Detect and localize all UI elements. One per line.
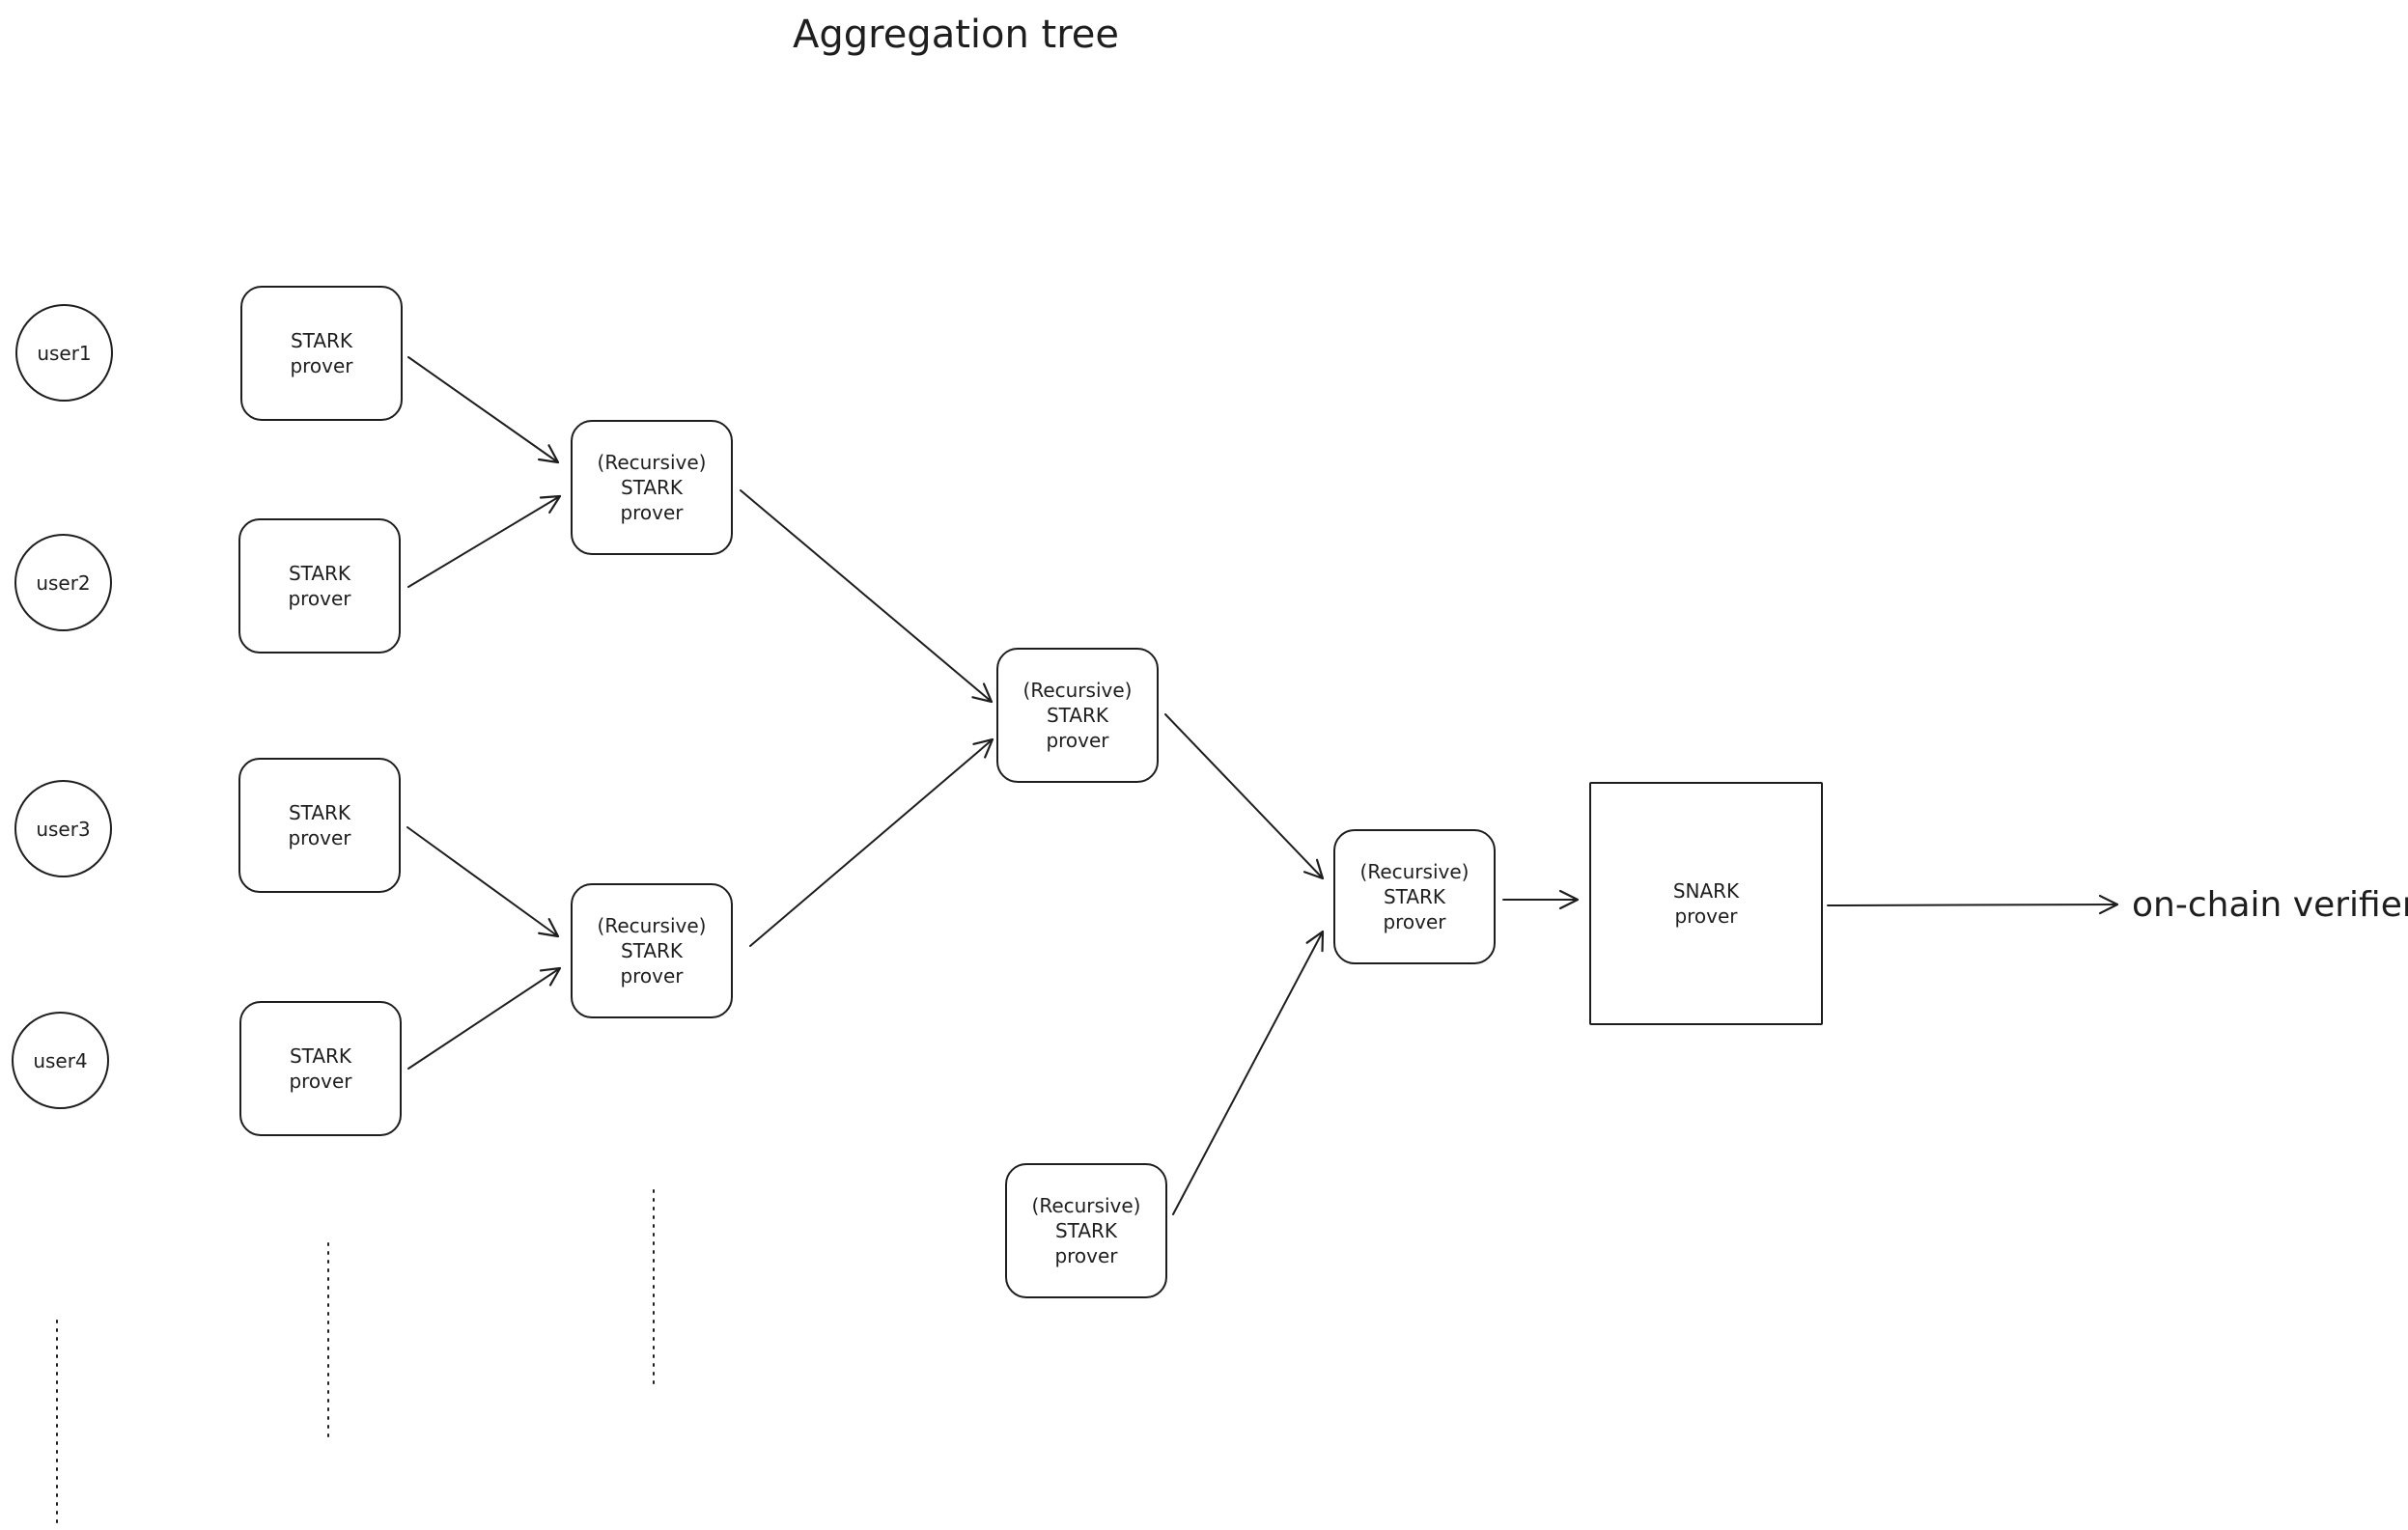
arrow-rec-b-to-rec-c bbox=[749, 737, 994, 947]
user-node-2: user2 bbox=[14, 534, 112, 631]
user-node-4: user4 bbox=[12, 1012, 109, 1109]
user-label: user1 bbox=[37, 341, 92, 365]
snark-prover-label-line1: SNARK bbox=[1672, 879, 1740, 903]
stark-prover-3: STARK prover bbox=[238, 758, 401, 893]
recursive-prover-label-line3: prover bbox=[620, 501, 684, 524]
recursive-prover-label-line1: (Recursive) bbox=[597, 451, 707, 474]
user-label: user4 bbox=[33, 1048, 88, 1072]
arrow-rec-a-to-rec-c bbox=[740, 489, 994, 704]
arrow-rec-d-to-rec-e bbox=[1172, 930, 1325, 1215]
stark-prover-4: STARK prover bbox=[239, 1001, 402, 1136]
recursive-prover-label-line1: (Recursive) bbox=[1031, 1194, 1141, 1217]
recursive-prover-label-line2: STARK bbox=[1383, 885, 1446, 908]
diagram-title: Aggregation tree bbox=[792, 13, 1120, 57]
recursive-prover-d: (Recursive) STARK prover bbox=[1005, 1163, 1167, 1298]
stark-prover-label-line2: prover bbox=[290, 354, 353, 377]
recursive-prover-label-line2: STARK bbox=[1054, 1219, 1118, 1242]
recursive-prover-label-line1: (Recursive) bbox=[1022, 679, 1133, 702]
recursive-prover-label-line2: STARK bbox=[620, 939, 684, 962]
recursive-prover-a: (Recursive) STARK prover bbox=[571, 420, 733, 555]
recursive-prover-label-line3: prover bbox=[1383, 910, 1446, 933]
arrow-stark4-to-rec-b bbox=[407, 966, 562, 1070]
recursive-prover-label-line2: STARK bbox=[1046, 704, 1109, 727]
arrow-stark1-to-rec-a bbox=[407, 356, 560, 464]
arrow-stark3-to-rec-b bbox=[406, 826, 560, 938]
recursive-prover-label-line1: (Recursive) bbox=[1359, 860, 1470, 883]
stark-prover-label-line2: prover bbox=[289, 1070, 352, 1093]
stark-prover-2: STARK prover bbox=[238, 518, 401, 654]
recursive-prover-label-line3: prover bbox=[1046, 729, 1109, 752]
stark-prover-1: STARK prover bbox=[240, 286, 403, 421]
recursive-prover-label-line1: (Recursive) bbox=[597, 914, 707, 937]
recursive-prover-label-line3: prover bbox=[1054, 1244, 1118, 1267]
snark-prover: SNARK prover bbox=[1589, 782, 1823, 1025]
snark-prover-label-line2: prover bbox=[1674, 904, 1738, 928]
user-label: user2 bbox=[36, 570, 91, 595]
stark-prover-label-line1: STARK bbox=[289, 1044, 352, 1068]
recursive-prover-c: (Recursive) STARK prover bbox=[996, 648, 1159, 783]
recursive-prover-label-line2: STARK bbox=[620, 476, 684, 499]
stark-prover-label-line2: prover bbox=[288, 826, 351, 849]
stark-prover-label-line1: STARK bbox=[290, 329, 353, 352]
stark-prover-label-line1: STARK bbox=[288, 801, 351, 824]
user-node-1: user1 bbox=[15, 304, 113, 402]
arrow-snark-to-verifier bbox=[1827, 894, 2119, 915]
recursive-prover-b: (Recursive) STARK prover bbox=[571, 883, 733, 1018]
arrow-rec-c-to-rec-e bbox=[1164, 713, 1325, 880]
user-label: user3 bbox=[36, 817, 91, 841]
arrow-stark2-to-rec-a bbox=[407, 494, 562, 588]
stark-prover-label-line2: prover bbox=[288, 587, 351, 610]
recursive-prover-e: (Recursive) STARK prover bbox=[1333, 829, 1496, 964]
on-chain-verifier-label: on-chain verifier bbox=[2132, 885, 2408, 925]
recursive-prover-label-line3: prover bbox=[620, 964, 684, 988]
stark-prover-label-line1: STARK bbox=[288, 562, 351, 585]
user-node-3: user3 bbox=[14, 780, 112, 877]
